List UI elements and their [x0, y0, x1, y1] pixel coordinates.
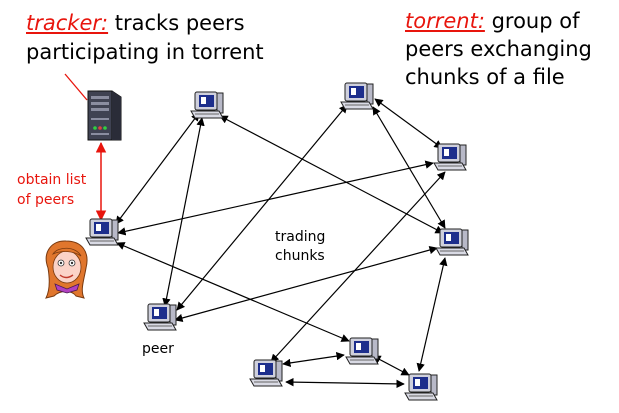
arrow-a-b: [115, 112, 200, 225]
tracker-caption-line2: participating in torrent: [26, 40, 264, 64]
tracker-pointer-line: [64, 73, 88, 101]
torrent-caption-line1: torrent: group of: [405, 11, 580, 32]
server-tower-icon: [87, 90, 122, 141]
arrow-f-b: [117, 160, 434, 236]
arrow-e-g: [372, 106, 446, 229]
tracker-desc-1: tracks peers: [114, 11, 245, 35]
obtain-list-label-1: obtain list: [17, 172, 87, 188]
computer-peer-icon: [435, 228, 469, 256]
computer-peer-icon: [143, 303, 177, 331]
computer-peer-icon: [345, 337, 379, 365]
arrow-a-g: [219, 115, 444, 234]
computer-peer-icon: [249, 359, 283, 387]
computer-peer-icon: [433, 143, 467, 171]
arrow-h-i: [282, 351, 345, 368]
tracker-term: tracker:: [26, 11, 109, 35]
torrent-desc-1: group of: [491, 9, 580, 33]
tracker-caption-line1: tracker: tracks peers: [26, 13, 245, 34]
torrent-caption-line3: chunks of a file: [405, 65, 565, 89]
connection-arrows: [115, 98, 448, 389]
obtain-list-label-2: of peers: [17, 192, 75, 208]
arrow-i-j: [372, 355, 410, 376]
computer-peer-icon: [404, 373, 438, 401]
peer-label: peer: [142, 341, 174, 357]
person-avatar-icon: [45, 240, 88, 299]
arrow-g-j: [416, 257, 448, 372]
arrow-f-h: [270, 171, 446, 363]
computer-peer-icon: [340, 82, 374, 110]
arrow-a-d: [162, 117, 205, 307]
arrow-b-i: [116, 242, 350, 342]
torrent-caption-line2: peers exchanging: [405, 37, 592, 61]
arrow-e-f: [374, 98, 443, 149]
torrent-term: torrent:: [405, 9, 485, 33]
arrow-h-j: [285, 377, 405, 389]
computer-peer-icon: [85, 218, 119, 246]
computer-peer-icon: [190, 91, 224, 119]
